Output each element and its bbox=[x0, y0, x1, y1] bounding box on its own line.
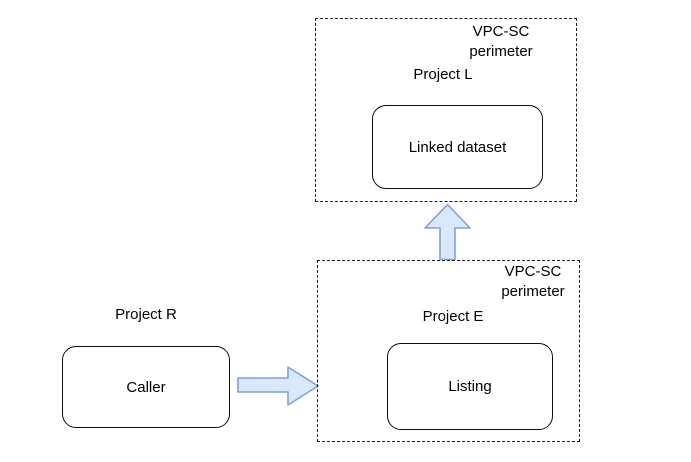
top-perimeter-label-line1: VPC-SC bbox=[472, 23, 530, 40]
listing-node: Listing bbox=[387, 343, 553, 430]
linked-dataset-node: Linked dataset bbox=[372, 105, 543, 189]
bottom-perimeter-label-line2: perimeter bbox=[501, 283, 565, 300]
right-block-arrow-icon bbox=[237, 366, 319, 406]
bottom-perimeter-label: VPC-SC perimeter bbox=[501, 262, 564, 302]
project-l-label: Project L bbox=[413, 66, 473, 83]
top-perimeter-label: VPC-SC perimeter bbox=[469, 22, 532, 62]
caller-node: Caller bbox=[62, 346, 230, 428]
top-perimeter-label-line2: perimeter bbox=[469, 43, 533, 60]
listing-node-label: Listing bbox=[448, 378, 492, 395]
bottom-vpc-sc-perimeter-box bbox=[317, 260, 580, 442]
up-block-arrow-icon bbox=[424, 203, 471, 261]
top-vpc-sc-perimeter-box bbox=[315, 18, 577, 202]
linked-dataset-node-label: Linked dataset bbox=[408, 138, 507, 156]
project-r-label: Project R bbox=[115, 306, 177, 323]
bottom-perimeter-label-line1: VPC-SC bbox=[504, 263, 562, 280]
caller-node-label: Caller bbox=[126, 378, 166, 396]
project-e-label: Project E bbox=[422, 308, 484, 325]
